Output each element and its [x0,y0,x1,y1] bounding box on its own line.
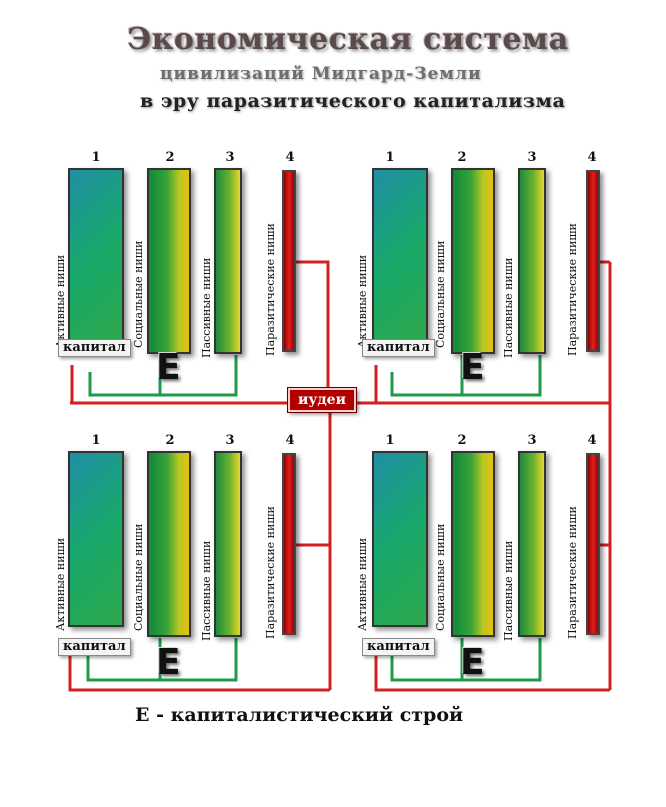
q4-green [390,638,542,682]
active-niche-bar [372,451,428,627]
quadrant-top-right: 1 2 3 4 Активные ниши Социальные ниши Па… [356,150,658,420]
passive-niche-bar [214,168,242,354]
column-number-1: 1 [91,150,101,165]
parasitic-niche-bar [586,170,600,352]
column-number-3: 3 [527,433,537,448]
page-title: Экономическая система [127,22,569,57]
quadrant-top-left: 1 2 3 4 Активные ниши Социальные ниши Па… [54,150,354,420]
center-label-box: иудеи [288,388,356,412]
e-label: E [460,347,485,388]
q1-red-parasitic [292,260,330,396]
e-label: E [156,642,181,683]
column-number-3: 3 [527,150,537,165]
label-active: Активные ниши [356,537,369,631]
social-niche-bar [147,168,191,354]
column-number-1: 1 [385,433,395,448]
label-passive: Пассивные ниши [200,540,213,641]
column-number-1: 1 [91,433,101,448]
label-passive: Пассивные ниши [200,257,213,358]
column-number-3: 3 [225,433,235,448]
label-parasitic: Паразитические ниши [566,223,579,356]
active-niche-bar [372,168,428,344]
q3-green [86,638,238,682]
quadrant-bottom-right: 1 2 3 4 Активные ниши Социальные ниши Па… [356,433,658,703]
social-niche-bar [451,168,495,354]
page-subtitle-era: в эру паразитического капитализма [140,90,566,112]
capital-label: капитал [58,339,131,357]
label-passive: Пассивные ниши [502,540,515,641]
passive-niche-bar [518,168,546,354]
label-parasitic: Паразитические ниши [264,223,277,356]
label-active: Активные ниши [54,254,67,348]
capital-label: капитал [362,339,435,357]
column-number-4: 4 [587,150,597,165]
capital-label: капитал [58,638,131,656]
q3-red-loop [68,646,330,692]
q1-green [88,355,238,397]
column-number-4: 4 [285,433,295,448]
label-active: Активные ниши [356,254,369,348]
footer-legend: E - капиталистический строй [135,704,464,726]
page-subtitle: цивилизаций Мидгард-Земли [160,64,482,84]
label-parasitic: Паразитические ниши [264,506,277,639]
label-active: Активные ниши [54,537,67,631]
social-niche-bar [451,451,495,637]
q2-green [390,355,542,397]
label-social: Социальные ниши [132,240,145,348]
passive-niche-bar [518,451,546,637]
parasitic-niche-bar [586,453,600,635]
column-number-2: 2 [165,433,175,448]
active-niche-bar [68,451,124,627]
label-passive: Пассивные ниши [502,257,515,358]
social-niche-bar [147,451,191,637]
passive-niche-bar [214,451,242,637]
quadrant-bottom-left: 1 2 3 4 Активные ниши Социальные ниши Па… [54,433,354,703]
e-label: E [460,642,485,683]
column-number-2: 2 [457,150,467,165]
e-label: E [156,347,181,388]
label-social: Социальные ниши [434,240,447,348]
column-number-2: 2 [165,150,175,165]
parasitic-niche-bar [282,170,296,352]
column-number-2: 2 [457,433,467,448]
label-social: Социальные ниши [434,523,447,631]
column-number-1: 1 [385,150,395,165]
label-parasitic: Паразитические ниши [566,506,579,639]
column-number-4: 4 [587,433,597,448]
q4-red-loop [374,646,610,692]
column-number-3: 3 [225,150,235,165]
parasitic-niche-bar [282,453,296,635]
capital-label: капитал [362,638,435,656]
active-niche-bar [68,168,124,344]
label-social: Социальные ниши [132,523,145,631]
column-number-4: 4 [285,150,295,165]
